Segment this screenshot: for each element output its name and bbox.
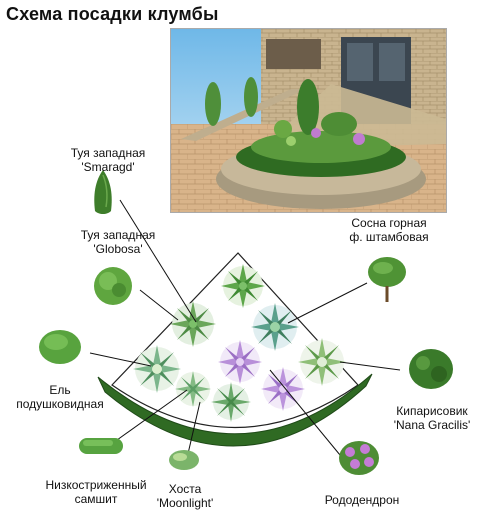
hosta-icon	[169, 450, 199, 470]
rhododendron-symbol	[261, 367, 305, 411]
label-buxus: Низкостриженный самшит	[38, 478, 154, 506]
label-pinus-mugo: Сосна горная ф. штамбовая	[334, 216, 444, 244]
label-line: Хоста	[168, 482, 202, 496]
label-hosta: Хоста 'Moonlight'	[140, 482, 230, 510]
label-line: 'Moonlight'	[156, 496, 214, 510]
label-line: Туя западная	[80, 228, 156, 242]
label-thuja-smaragd: Туя западная 'Smaragd'	[58, 146, 158, 174]
standard-pine-icon	[368, 257, 406, 302]
hosta-symbol	[133, 345, 181, 393]
label-line: 'Nana Gracilis'	[393, 418, 471, 432]
label-line: Ель	[49, 383, 71, 397]
cushion-spruce-icon	[39, 330, 81, 364]
conifer-symbol	[211, 382, 251, 422]
conifer-symbol	[170, 301, 216, 347]
label-line: ф. штамбовая	[349, 230, 429, 244]
label-line: Сосна горная	[351, 216, 427, 230]
label-line: 'Globosa'	[93, 242, 143, 256]
label-line: Низкостриженный	[45, 478, 147, 492]
rhododendron-icon	[339, 441, 379, 475]
label-rhododendron: Рододендрон	[312, 493, 412, 507]
conifer-cone-icon	[94, 170, 112, 214]
cypress-icon	[409, 349, 453, 389]
clipped-box-icon	[79, 438, 123, 454]
round-shrub-icon	[94, 267, 132, 305]
label-line: Туя западная	[70, 146, 146, 160]
leader-lines	[89, 199, 401, 459]
rhododendron-symbol	[218, 340, 262, 384]
label-line: подушковидная	[16, 397, 104, 411]
conifer-symbol	[221, 264, 265, 308]
hosta-symbol	[175, 371, 211, 407]
label-picea: Ель подушковидная	[10, 383, 110, 411]
label-chamaecyparis: Кипарисовик 'Nana Gracilis'	[380, 404, 484, 432]
page-title: Схема посадки клумбы	[6, 4, 219, 24]
label-line: Рододендрон	[324, 493, 400, 507]
flowerbed-photo	[170, 28, 447, 213]
label-line: Кипарисовик	[396, 404, 468, 418]
plant-symbols	[133, 264, 346, 422]
label-line: самшит	[74, 492, 118, 506]
pine-symbol	[298, 338, 346, 386]
boxwood-hedge-arc	[97, 373, 373, 447]
conifer-symbol	[251, 303, 299, 351]
label-thuja-globosa: Туя западная 'Globosa'	[68, 228, 168, 256]
label-line: 'Smaragd'	[81, 160, 135, 174]
